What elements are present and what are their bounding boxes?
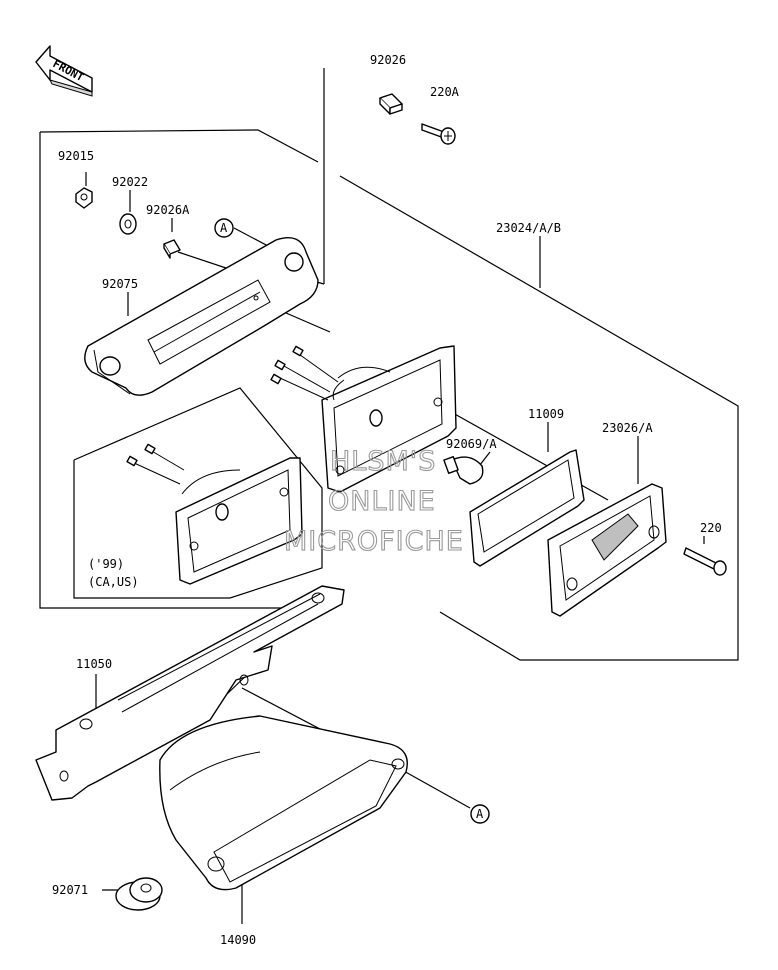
part-label-220a: 220A [430,85,460,99]
callout-a-top-text: A [220,221,228,235]
group-frame-top [39,129,319,163]
screw-220a [421,123,456,145]
spacer-92026 [379,93,403,115]
collar-92026a [163,239,181,259]
part-label-92075: 92075 [102,277,138,291]
washer-92022 [119,213,137,235]
callout-a-bottom-text: A [476,807,484,821]
watermark: HLSM'S ONLINE MICROFICHE [283,445,464,557]
watermark-line-3: MICROFICHE [284,526,464,557]
front-arrow-icon: FRONT [35,45,93,97]
variant-note-market: (CA,US) [88,575,139,589]
part-label-11050: 11050 [76,657,112,671]
grommet-92071 [115,877,163,911]
watermark-line-2: ONLINE [328,486,436,517]
part-label-92026a: 92026A [146,203,190,217]
part-label-14090: 14090 [220,933,256,947]
lens-23026 [547,483,667,617]
cover-14090 [159,715,408,891]
callout-a-top: A [214,218,234,238]
housing-92075 [84,237,319,396]
tail-lamp-23024 [270,345,457,493]
callout-a-bottom: A [470,804,490,824]
gasket-11009 [469,449,585,567]
part-label-23024: 23024/A/B [496,221,561,235]
screw-220 [683,547,727,576]
part-label-92071: 92071 [52,883,88,897]
group-frame-inner [73,387,323,599]
part-label-92026: 92026 [370,53,406,67]
part-label-92015: 92015 [58,149,94,163]
nut-92015 [75,187,93,209]
variant-note-year: ('99) [88,557,124,571]
group-frame-right [339,175,739,661]
part-label-92022: 92022 [112,175,148,189]
part-label-11009: 11009 [528,407,564,421]
part-label-92069: 92069/A [446,437,497,451]
bracket-11050 [35,585,345,801]
part-label-220: 220 [700,521,722,535]
watermark-line-1: HLSM'S [330,446,436,477]
bulb-92069 [443,456,484,485]
tail-lamp-variant [126,443,303,585]
part-label-23026: 23026/A [602,421,653,435]
